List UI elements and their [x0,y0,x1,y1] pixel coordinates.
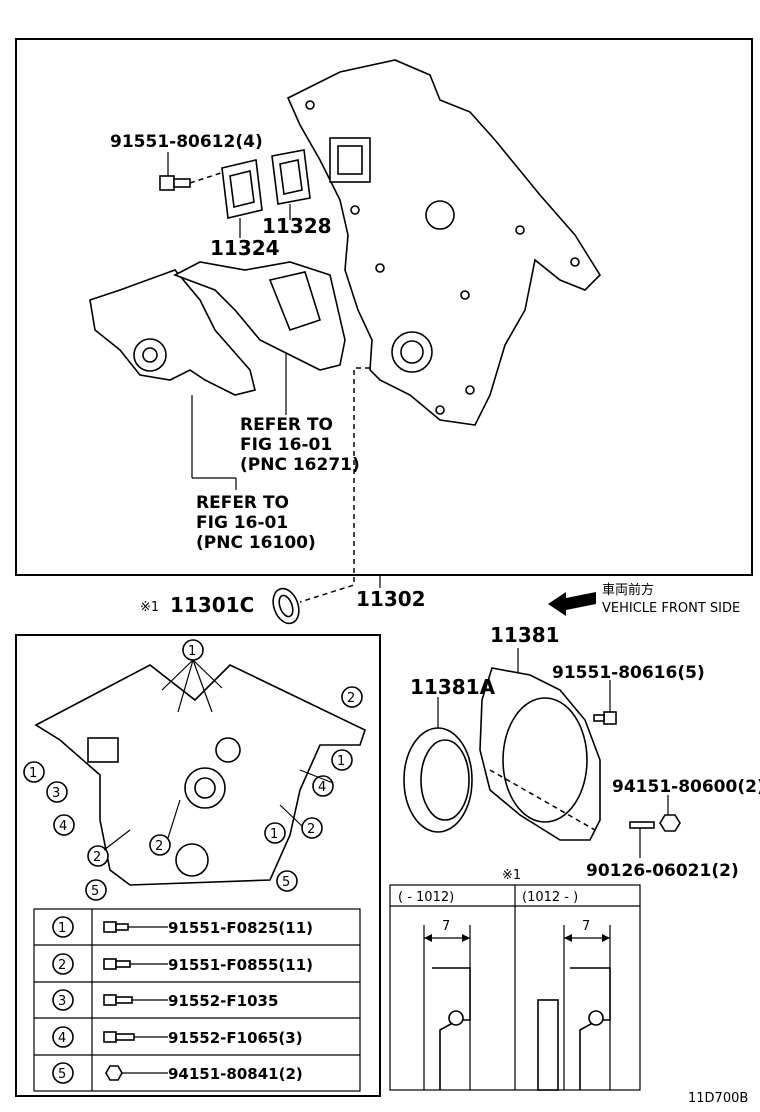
refer-16100-line2: FIG 16-01 [196,513,288,533]
seal-11301c-label: 11301C [170,593,254,617]
figure-code: 11D700B [688,1091,748,1106]
row-part: 94151-80841(2) [168,1065,303,1083]
svg-text:5: 5 [91,884,99,899]
water-pump-icon [89,261,346,396]
rear-seal-retainer-icon [479,667,601,841]
bolt-icon [593,711,617,725]
top-frame [15,38,753,576]
nut-80600-label: 94151-80600(2) [612,777,760,797]
cover-11302-label: 11302 [356,587,426,611]
front-arrow-icon [548,592,596,616]
row-num: 2 [58,958,66,973]
svg-text:2: 2 [93,850,101,865]
svg-text:4: 4 [318,780,326,795]
detail-col1-label: ( - 1012) [398,890,454,905]
seal-note-mark: ※1 [140,600,159,615]
row-num: 5 [58,1067,66,1082]
bolt-legend-frame [15,634,381,1097]
svg-text:2: 2 [347,691,355,706]
callout-markers: 1 2 1 3 1 4 4 1 2 2 2 5 5 [23,639,363,901]
svg-text:1: 1 [188,644,196,659]
row-num: 1 [58,921,66,936]
vehicle-front-en: VEHICLE FRONT SIDE [602,601,740,616]
row-part: 91552-F1035 [168,992,278,1010]
row-num: 4 [58,1031,66,1046]
gasket-11324-icon [221,159,263,219]
timing-cover-icon [286,59,602,426]
dim-left: 7 [442,919,450,934]
svg-text:5: 5 [282,875,290,890]
svg-text:2: 2 [155,839,163,854]
table-row: 2 91551-F0855(11) [52,953,313,975]
bolt-icon [159,171,225,191]
detail-col2-label: (1012 - ) [522,890,578,905]
cover-bolt-map-icon [34,664,366,886]
retainer-11381-label: 11381 [490,623,560,647]
oil-seal-11301c-icon [272,587,300,625]
svg-text:4: 4 [59,819,67,834]
refer-16100-line3: (PNC 16100) [196,533,316,553]
refer-16271-line1: REFER TO [240,415,333,435]
svg-text:1: 1 [337,754,345,769]
bolt-label: 91551-80612(4) [110,132,263,152]
svg-text:1: 1 [29,766,37,781]
rear-oil-seal-icon [403,727,473,833]
table-row: 4 91552-F1065(3) [52,1026,303,1048]
vehicle-front-jp: 車両前方 [602,582,654,598]
bolt-80616-label: 91551-80616(5) [552,663,705,683]
svg-text:3: 3 [52,786,60,801]
table-row: 5 94151-80841(2) [52,1062,303,1084]
svg-text:2: 2 [307,822,315,837]
stud-06021-label: 90126-06021(2) [586,861,739,881]
refer-16271-line2: FIG 16-01 [240,435,332,455]
note-mark: ※1 [502,868,521,883]
row-part: 91552-F1065(3) [168,1029,303,1047]
row-part: 91551-F0855(11) [168,956,313,974]
row-part: 91551-F0825(11) [168,919,313,937]
table-row: 1 91551-F0825(11) [52,916,313,938]
refer-16100-line1: REFER TO [196,493,289,513]
seal-detail-box [389,884,641,1091]
nut-icon [659,814,681,832]
gasket-11328-label: 11328 [262,214,332,238]
refer-16271-line3: (PNC 16271) [240,455,360,475]
stud-icon [629,821,655,829]
row-num: 3 [58,994,66,1009]
seal-11381a-label: 11381A [410,675,496,699]
table-row: 3 91552-F1035 [52,989,278,1011]
gasket-11328-icon [271,149,311,205]
gasket-11324-label: 11324 [210,236,280,260]
svg-text:1: 1 [270,827,278,842]
dim-right: 7 [582,919,590,934]
bolt-table [33,908,361,1092]
